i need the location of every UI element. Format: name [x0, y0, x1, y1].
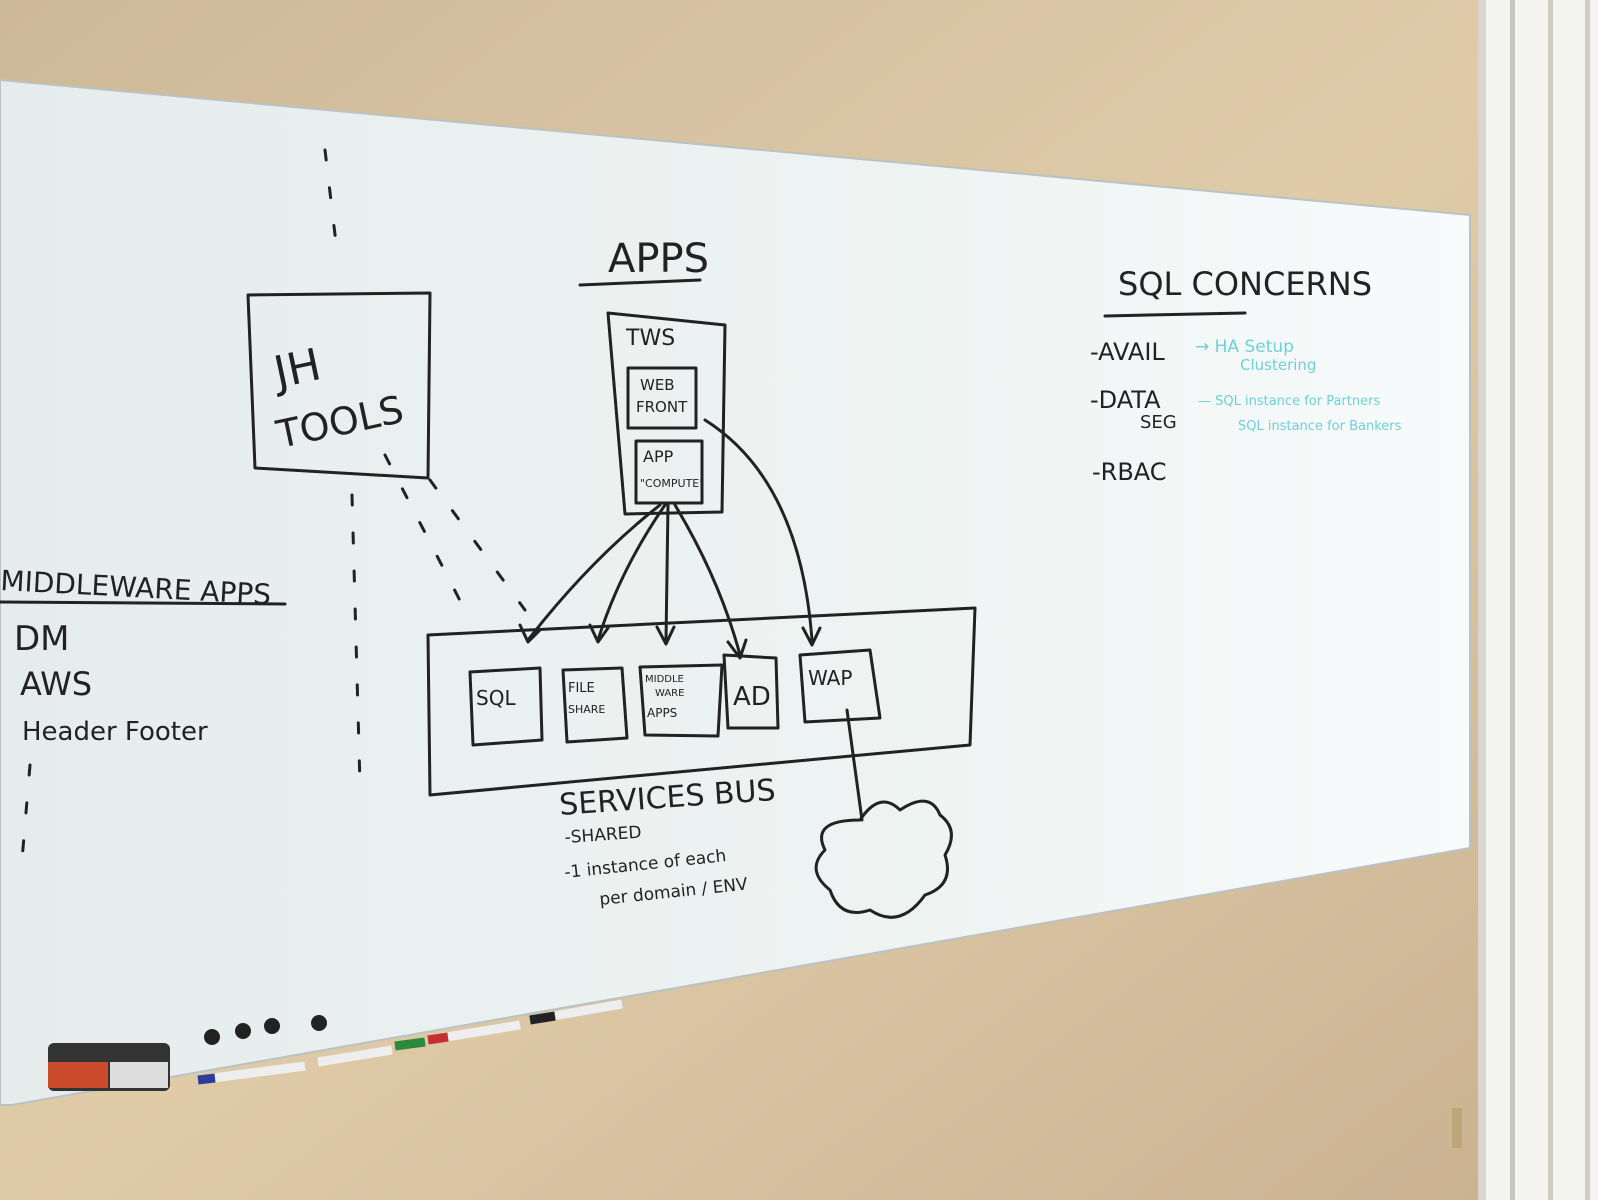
app-compute-label: APP: [643, 447, 674, 466]
sql-concern-item: SEG: [1140, 412, 1177, 433]
services-bus-box: [426, 606, 977, 797]
underline: [578, 278, 702, 287]
sql-box: [468, 666, 544, 747]
ad-box: [722, 653, 780, 730]
marker-tray: [48, 999, 623, 1091]
tws-title: TWS: [625, 326, 675, 351]
service-boxes: SQL FILE SHARE MIDDLE WARE APPS AD WAP: [468, 648, 882, 747]
cloud-icon: [814, 799, 953, 919]
window-blinds: [1452, 0, 1598, 1200]
magnet-icon: [264, 1018, 280, 1034]
file-share-box: [561, 666, 629, 744]
middleware-item: DM: [14, 619, 70, 659]
middleware-item: AWS: [20, 665, 92, 703]
service-label: AD: [733, 682, 771, 712]
underline: [0, 600, 287, 606]
magnet-icon: [311, 1015, 327, 1031]
connector-line: [845, 708, 864, 822]
cyan-note: — SQL instance for Partners: [1198, 394, 1380, 409]
service-label: SQL: [476, 686, 516, 710]
apps-heading: APPS: [608, 236, 709, 282]
app-compute-box: [634, 439, 704, 505]
cyan-note: SQL instance for Bankers: [1238, 419, 1402, 434]
middleware-apps-box: [638, 663, 724, 738]
web-front-box: [626, 366, 698, 430]
whiteboard: [0, 78, 1471, 1106]
middleware-item: Header Footer: [22, 717, 208, 747]
arrows: [518, 418, 822, 660]
wap-box: [798, 648, 882, 724]
web-front-label: FRONT: [636, 398, 688, 416]
jh-tools-box: [246, 291, 432, 480]
cyan-note: Clustering: [1240, 356, 1316, 374]
web-front-label: WEB: [640, 376, 675, 394]
tws-box: [606, 311, 727, 516]
divider-lines: [20, 148, 527, 862]
service-label: WARE: [655, 688, 684, 699]
magnet-icon: [235, 1023, 251, 1039]
markers[interactable]: [197, 999, 623, 1085]
sql-concerns-heading: SQL CONCERNS: [1118, 265, 1372, 303]
sql-concern-item: -DATA: [1090, 386, 1161, 414]
service-label: MIDDLE: [645, 674, 684, 685]
sql-concern-item: -RBAC: [1092, 458, 1167, 486]
sql-concern-item: -AVAIL: [1090, 338, 1165, 366]
app-compute-label: "COMPUTE": [640, 477, 704, 490]
cyan-note: → HA Setup: [1195, 337, 1294, 357]
service-label: WAP: [808, 666, 852, 690]
service-label: SHARE: [568, 703, 605, 716]
service-label: FILE: [568, 681, 595, 696]
underline: [1103, 311, 1247, 318]
service-label: APPS: [647, 706, 677, 720]
magnet-icon: [204, 1029, 220, 1045]
